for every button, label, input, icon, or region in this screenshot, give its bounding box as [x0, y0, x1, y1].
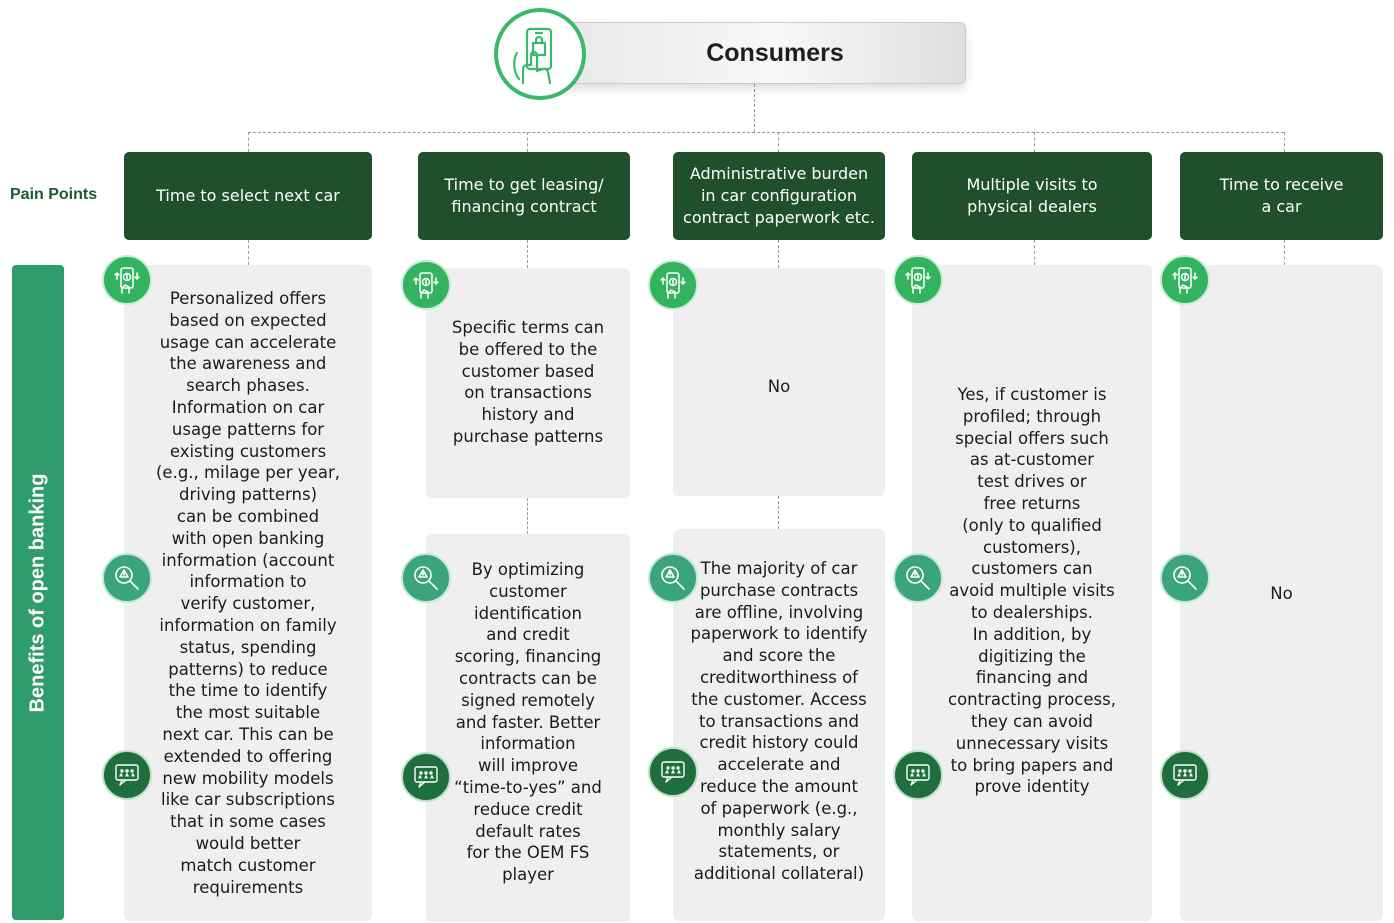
benefit-text-col1: Personalized offers based on expected us… [156, 289, 340, 897]
connector-col2 [527, 132, 528, 152]
pain-point-admin-burden: Administrative burden in car configurati… [673, 152, 885, 240]
magnifier-warning-icon [893, 553, 943, 603]
connector-col5 [1284, 132, 1285, 152]
benefit-text-col5: No [1270, 584, 1293, 603]
review-stars-icon [648, 747, 698, 797]
benefit-text-col4: Yes, if customer is profiled; through sp… [948, 385, 1116, 797]
phone-dollar-icon [1160, 255, 1210, 305]
pain-point-label: Time to get leasing/ financing contract [444, 175, 604, 216]
benefit-text-col3-bottom: The majority of car purchase contracts a… [690, 559, 868, 884]
magnifier-warning-icon [648, 553, 698, 603]
pain-point-receive-car: Time to receive a car [1180, 152, 1383, 240]
connector-col1 [248, 132, 249, 152]
connector-col3 [778, 132, 779, 152]
benefit-text-col3-top: No [767, 377, 791, 396]
connector-col4-down [1034, 240, 1035, 265]
connector-col1-down [248, 240, 249, 265]
benefit-panel-col4 [912, 265, 1152, 921]
phone-shopping-bag-icon [494, 8, 586, 100]
phone-dollar-icon [102, 255, 152, 305]
benefits-side-bar: Benefits of open banking [12, 265, 64, 920]
magnifier-warning-icon [1160, 553, 1210, 603]
pain-point-select-car: Time to select next car [124, 152, 372, 240]
pain-point-label: Time to select next car [156, 186, 340, 205]
connector-horizontal [248, 132, 1284, 133]
benefit-text-col2-top: Specific terms can be offered to the cus… [451, 318, 605, 446]
benefit-panel-col3-top [673, 268, 885, 496]
pain-point-label: Time to receive a car [1219, 175, 1344, 216]
review-stars-icon [1160, 750, 1210, 800]
benefit-panel-col5 [1180, 265, 1383, 921]
pain-points-label: Pain Points [10, 186, 98, 203]
magnifier-warning-icon [102, 553, 152, 603]
connector-col2-down [527, 240, 528, 268]
benefit-text-col2-bottom: By optimizing customer identification an… [454, 560, 602, 885]
connector-col4 [1034, 132, 1035, 152]
benefit-panel-col1 [124, 265, 372, 921]
benefit-panel-col2-bottom [426, 534, 630, 922]
phone-dollar-icon [401, 260, 451, 310]
review-stars-icon [893, 750, 943, 800]
benefits-side-label: Benefits of open banking [26, 473, 49, 712]
connector-col3-down [778, 240, 779, 268]
pain-point-label: Multiple visits to physical dealers [966, 175, 1098, 216]
pain-point-label: Administrative burden in car configurati… [683, 164, 875, 227]
phone-dollar-icon [648, 260, 698, 310]
pain-point-financing: Time to get leasing/ financing contract [418, 152, 630, 240]
consumers-title: Consumers [706, 38, 844, 67]
connector-trunk [754, 84, 755, 132]
review-stars-icon [401, 752, 451, 802]
magnifier-warning-icon [401, 553, 451, 603]
benefit-panel-col2-top [426, 268, 630, 498]
review-stars-icon [102, 750, 152, 800]
connector-col2-mid [527, 498, 528, 534]
phone-dollar-icon [893, 255, 943, 305]
connector-col5-down [1284, 240, 1285, 265]
consumers-header: Consumers [548, 22, 966, 84]
benefit-panel-col3-bottom [673, 529, 885, 921]
connector-col3-mid [778, 496, 779, 529]
pain-point-dealer-visits: Multiple visits to physical dealers [912, 152, 1152, 240]
